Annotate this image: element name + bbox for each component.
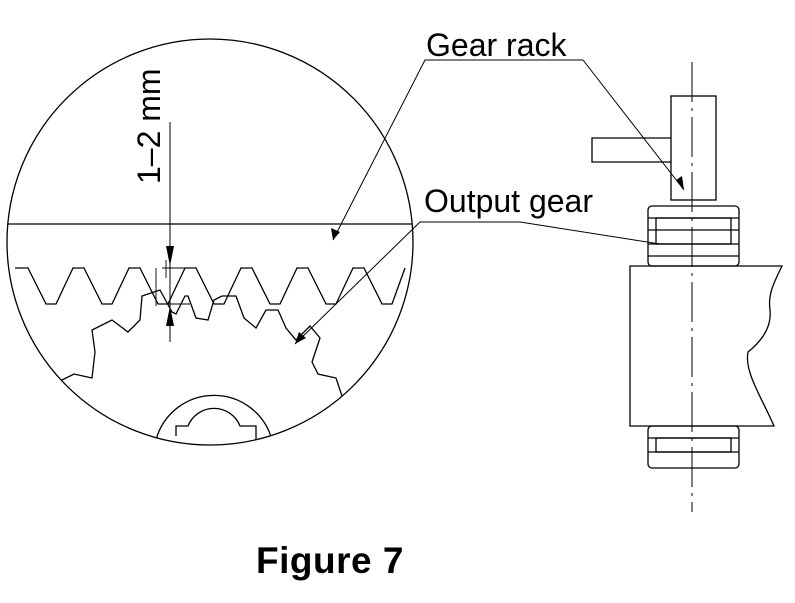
upper-output-gear (647, 205, 740, 267)
output-gear-leader-left (294, 221, 421, 345)
figure-caption: Figure 7 (256, 540, 404, 581)
actuator-assembly (591, 62, 784, 512)
clearance-arrow-bottom (166, 306, 174, 326)
gear-rack-label: Gear rack (426, 27, 567, 63)
output-gear-label: Output gear (424, 183, 593, 219)
lower-output-gear (647, 425, 740, 469)
leader-arrow-rack (331, 228, 340, 240)
pinion-gear (61, 289, 343, 431)
side-handle (591, 137, 671, 163)
leader-arrow-right (676, 176, 684, 190)
clearance-arrow-top (166, 246, 174, 266)
rack-teeth (15, 267, 406, 305)
gear-rack-leader-left (332, 59, 583, 241)
shaft-bore (155, 394, 273, 441)
detail-circle: 1–2 mm (6, 38, 414, 446)
output-gear-leader-right (420, 221, 661, 245)
gear-rack-leader-right (582, 59, 685, 191)
clearance-label: 1–2 mm (131, 68, 167, 184)
housing-body (629, 265, 784, 427)
rack-shaft (670, 95, 717, 201)
leader-arrow-gear (295, 332, 306, 344)
